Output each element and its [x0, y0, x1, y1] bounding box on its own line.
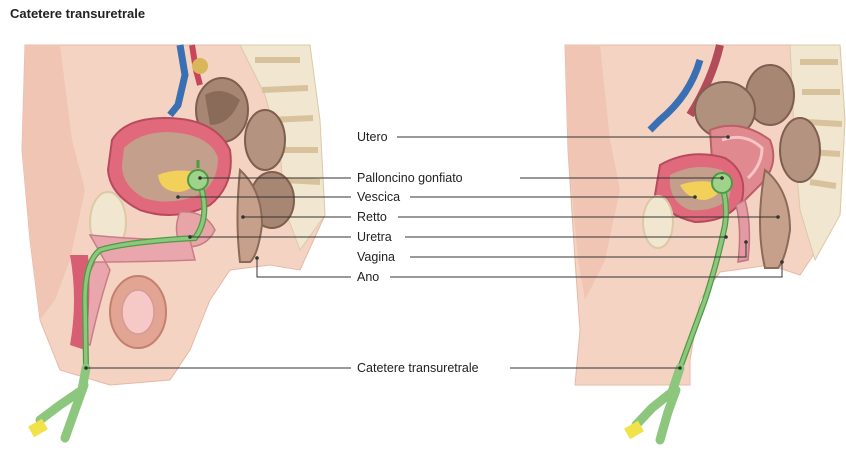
- label-catetere-transuretrale: Catetere transuretrale: [357, 361, 479, 375]
- label-retto: Retto: [357, 210, 387, 224]
- female-balloon: [712, 173, 732, 193]
- male-balloon: [188, 170, 208, 190]
- female-pubic-bone: [643, 196, 673, 248]
- label-vescica: Vescica: [357, 190, 400, 204]
- female-anatomy: [565, 45, 845, 440]
- male-anatomy: [22, 45, 325, 438]
- label-uretra: Uretra: [357, 230, 392, 244]
- label-utero: Utero: [357, 130, 388, 144]
- label-ano: Ano: [357, 270, 379, 284]
- label-vagina: Vagina: [357, 250, 395, 264]
- label-palloncino-gonfiato: Palloncino gonfiato: [357, 171, 463, 185]
